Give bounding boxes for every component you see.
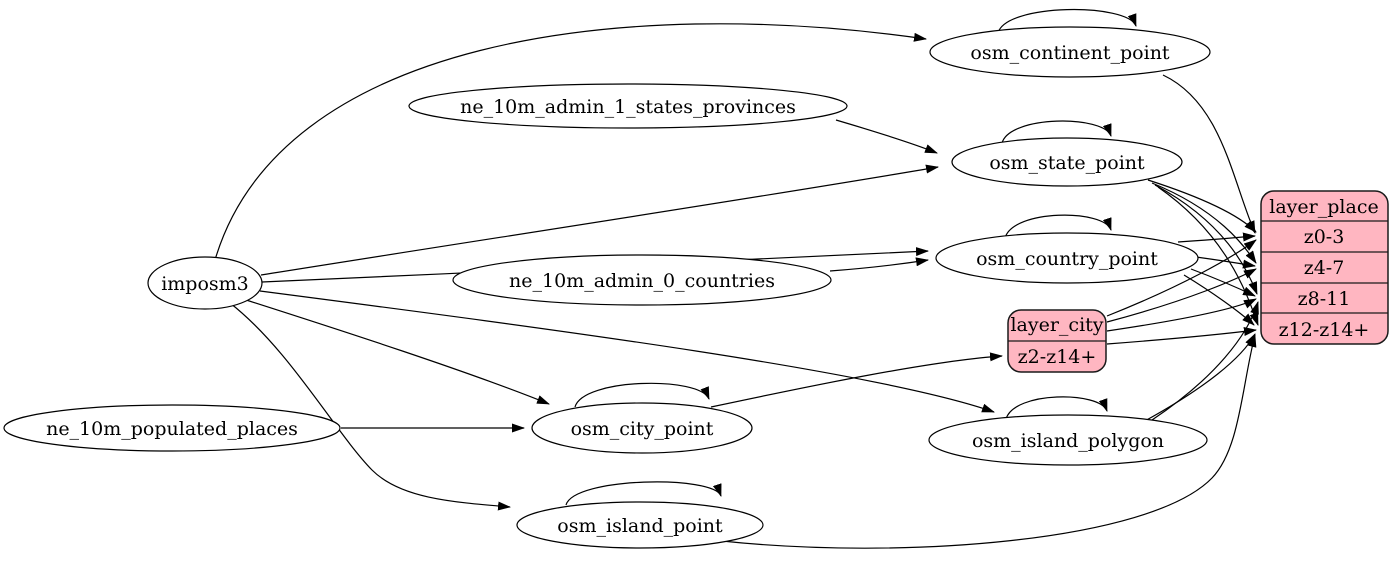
node-ne_10m_populated_places-label: ne_10m_populated_places (46, 418, 298, 440)
record-layer_place-row-z0-3: z0-3 (1304, 226, 1345, 248)
edge-osm_continent_point-layer_place-z0-3 (1162, 74, 1256, 234)
edge-osm_state_point-layer_place-z4-7 (1151, 182, 1257, 264)
node-imposm3-label: imposm3 (161, 273, 249, 295)
record-layer_place-title: layer_place (1269, 196, 1378, 218)
node-imposm3-shape (147, 256, 263, 310)
node-osm_state_point: osm_state_point (951, 137, 1183, 187)
node-osm_continent_point-shape (929, 26, 1211, 78)
nodes: imposm3 ne_10m_admin_1_states_provinces … (3, 26, 1211, 549)
node-imposm3: imposm3 (147, 256, 263, 310)
edge-layer_city-layer_place-z0-3 (1106, 239, 1257, 317)
record-layer_city: layer_city z2-z14+ (1007, 309, 1107, 373)
record-layer_place: layer_place z0-3 z4-7 z8-11 z12-z14+ (1260, 190, 1389, 345)
edge-layer_city-layer_place-z12-z14 (1106, 327, 1257, 345)
edge-imposm3-osm_island_polygon (259, 290, 995, 413)
record-layer_city-row-z2-z14: z2-z14+ (1018, 346, 1097, 368)
node-osm_country_point: osm_country_point (935, 232, 1199, 284)
edge-imposm3-osm_island_point (229, 302, 511, 511)
node-osm_city_point-label: osm_city_point (571, 418, 714, 440)
node-osm_island_polygon-label: osm_island_polygon (972, 430, 1164, 452)
node-ne_10m_populated_places-shape (3, 404, 341, 452)
node-ne_10m_admin_1_states_provinces-label: ne_10m_admin_1_states_provinces (460, 96, 796, 118)
edge-osm_city_point-layer_city-z2-z14 (710, 352, 1003, 408)
node-osm_state_point-label: osm_state_point (989, 152, 1145, 174)
edge-osm_country_point-layer_place-z12-z14 (1183, 274, 1255, 326)
node-osm_city_point-shape (531, 402, 753, 454)
edge-osm_state_point-layer_place-z0-3 (1147, 179, 1257, 233)
node-osm_state_point-shape (951, 137, 1183, 187)
edge-self-loop-osm_state_point (1001, 120, 1112, 144)
record-layer_place-row-z4-7: z4-7 (1304, 257, 1345, 279)
node-ne_10m_populated_places: ne_10m_populated_places (3, 404, 341, 452)
node-osm_island_point-shape (516, 501, 764, 549)
edge-self-loop-osm_country_point (1004, 214, 1112, 239)
edge-self-loop-osm_island_point (565, 481, 722, 506)
edge-osm_country_point-layer_place-z4-7 (1195, 256, 1256, 269)
edge-osm_island_point-layer_place-z12-z14 (721, 334, 1257, 549)
node-osm_country_point-shape (935, 232, 1199, 284)
node-osm_island_polygon: osm_island_polygon (928, 414, 1208, 466)
edge-ne_10m_admin_1_states_provinces-osm_state_point (835, 119, 938, 154)
node-ne_10m_admin_1_states_provinces: ne_10m_admin_1_states_provinces (408, 83, 848, 129)
edge-imposm3-osm_continent_point (214, 23, 927, 261)
edge-imposm3-osm_city_point (242, 298, 550, 405)
node-osm_island_polygon-shape (928, 414, 1208, 466)
edge-osm_state_point-layer_place-z8-11 (1154, 184, 1258, 295)
edge-self-loop-osm_island_polygon (1005, 396, 1108, 420)
node-ne_10m_admin_0_countries-shape (452, 254, 832, 306)
edge-self-loop-osm_continent_point (997, 9, 1137, 34)
edge-layer_city-layer_place-z8-11 (1106, 298, 1257, 332)
edge-ne_10m_admin_0_countries-osm_country_point (829, 257, 929, 272)
record-layer_place-row-z12-z14: z12-z14+ (1279, 319, 1370, 341)
record-layer_place-box (1260, 190, 1389, 345)
edge-layer_city-layer_place-z4-7 (1106, 268, 1257, 323)
record-layer_city-title: layer_city (1010, 314, 1103, 336)
edges (214, 9, 1259, 549)
node-osm_island_point-label: osm_island_point (557, 515, 723, 537)
node-osm_island_point: osm_island_point (516, 501, 764, 549)
node-osm_city_point: osm_city_point (531, 402, 753, 454)
edge-osm_island_polygon-layer_place-z12-z14 (1142, 333, 1256, 423)
node-osm_country_point-label: osm_country_point (976, 248, 1158, 270)
edge-imposm3-osm_state_point (260, 164, 939, 276)
node-ne_10m_admin_0_countries-label: ne_10m_admin_0_countries (509, 270, 775, 292)
record-layer_place-row-z8-11: z8-11 (1298, 288, 1351, 310)
edge-osm_country_point-layer_place-z0-3 (1177, 232, 1256, 243)
node-ne_10m_admin_1_states_provinces-shape (408, 83, 848, 129)
node-osm_continent_point-label: osm_continent_point (970, 42, 1170, 64)
edge-self-loop-osm_city_point (574, 382, 710, 408)
node-ne_10m_admin_0_countries: ne_10m_admin_0_countries (452, 254, 832, 306)
node-osm_continent_point: osm_continent_point (929, 26, 1211, 78)
